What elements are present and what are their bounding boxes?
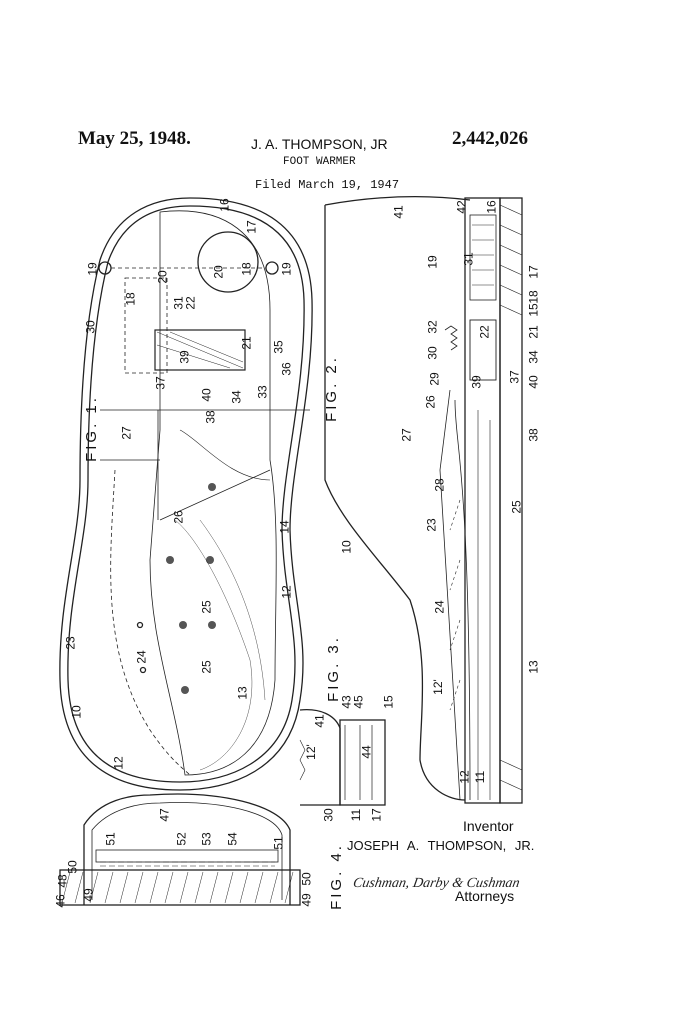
fig4-label: FIG. 4. (327, 843, 345, 910)
ref-numeral: 39 (469, 375, 484, 389)
ref-numeral: 49 (299, 893, 314, 907)
ref-numeral: 30 (321, 808, 336, 822)
ref-numeral: 50 (65, 860, 80, 874)
ref-numeral: 27 (399, 428, 414, 442)
ref-numeral: 37 (507, 370, 522, 384)
fig2-drawing (324, 196, 523, 804)
ref-numeral: 16 (484, 200, 499, 214)
ref-numeral: 21 (239, 336, 254, 350)
ref-numeral: 36 (279, 362, 294, 376)
ref-numeral: 46 (53, 894, 68, 908)
attorneys-label: Attorneys (455, 888, 515, 904)
ref-numeral: 38 (526, 428, 541, 442)
ref-numeral: 17 (526, 265, 541, 279)
ref-numeral: 12' (303, 744, 318, 760)
ref-numeral: 52 (174, 832, 189, 846)
ref-numeral: 42 (454, 200, 469, 214)
ref-numeral: 35 (271, 340, 286, 354)
ref-numeral: 34 (526, 350, 541, 364)
ref-numeral: 10 (339, 540, 354, 554)
ref-numeral: 40 (199, 388, 214, 402)
ref-numeral: 13 (526, 660, 541, 674)
inventor-label: Inventor (463, 818, 514, 834)
ref-numeral: 29 (427, 372, 442, 386)
ref-numeral: 12 (279, 585, 294, 599)
ref-numeral: 38 (203, 410, 218, 424)
ref-numeral: 26 (171, 510, 186, 524)
ref-numeral: 20 (155, 270, 170, 284)
ref-numeral: 11 (473, 770, 488, 784)
ref-numeral: 41 (312, 714, 327, 728)
ref-numeral: 53 (199, 832, 214, 846)
ref-numeral: 17 (369, 808, 384, 822)
ref-numeral: 10 (69, 705, 84, 719)
ref-numeral: 14 (277, 520, 292, 534)
patent-title: FOOT WARMER (283, 156, 356, 168)
ref-numeral: 20 (211, 265, 226, 279)
ref-numeral: 12 (111, 756, 126, 770)
ref-numeral: 18 (526, 290, 541, 304)
ref-numeral: 23 (424, 518, 439, 532)
patent-number: 2,442,026 (452, 128, 528, 149)
ref-numeral: 50 (299, 872, 314, 886)
ref-numeral: 25 (509, 500, 524, 514)
ref-numeral: 31 (461, 252, 476, 266)
ref-numeral: 37 (153, 376, 168, 390)
ref-numeral: 15 (381, 695, 396, 709)
fig3-label: FIG. 3. (324, 635, 342, 702)
ref-numeral: 33 (255, 385, 270, 399)
ref-numeral: 51 (103, 832, 118, 846)
inventor-header: J. A. THOMPSON, JR (251, 136, 388, 152)
ref-numeral: 24 (432, 600, 447, 614)
filed-date: Filed March 19, 1947 (255, 178, 400, 192)
fig2-label: FIG. 2. (322, 355, 340, 422)
ref-numeral: 21 (526, 325, 541, 339)
ref-numeral: 47 (157, 808, 172, 822)
ref-numeral: 17 (244, 220, 259, 234)
ref-numeral: 22 (183, 296, 198, 310)
fig4-drawing (59, 793, 301, 906)
fig1-label: FIG. 1. (82, 395, 100, 462)
ref-numeral: 12' (430, 679, 445, 695)
ref-numeral: 27 (119, 426, 134, 440)
ref-numeral: 44 (359, 745, 374, 759)
inventor-name: JOSEPH A. THOMPSON, JR. (347, 838, 535, 853)
ref-numeral: 34 (229, 390, 244, 404)
ref-numeral: 41 (391, 205, 406, 219)
ref-numeral: 30 (83, 320, 98, 334)
ref-numeral: 28 (432, 478, 447, 492)
ref-numeral: 23 (63, 636, 78, 650)
ref-numeral: 16 (217, 198, 232, 212)
ref-numeral: 24 (134, 650, 149, 664)
ref-numeral: 39 (177, 350, 192, 364)
ref-numeral: 13 (235, 686, 250, 700)
ref-numeral: 15 (526, 303, 541, 317)
fig3-drawing (299, 709, 386, 806)
ref-numeral: 12 (457, 770, 472, 784)
ref-numeral: 18 (123, 292, 138, 306)
ref-numeral: 32 (425, 320, 440, 334)
ref-numeral: 22 (477, 325, 492, 339)
ref-numeral: 19 (425, 255, 440, 269)
ref-numeral: 25 (199, 660, 214, 674)
ref-numeral: 18 (239, 262, 254, 276)
ref-numeral: 54 (225, 832, 240, 846)
ref-numeral: 11 (349, 808, 364, 822)
ref-numeral: 49 (81, 888, 96, 902)
ref-numeral: 25 (199, 600, 214, 614)
ref-numeral: 26 (423, 395, 438, 409)
ref-numeral: 48 (55, 874, 70, 888)
ref-numeral: 19 (85, 262, 100, 276)
ref-numeral: 19 (279, 262, 294, 276)
ref-numeral: 40 (526, 375, 541, 389)
ref-numeral: 30 (425, 346, 440, 360)
patent-date: May 25, 1948. (78, 128, 191, 149)
ref-numeral: 51 (271, 836, 286, 850)
ref-numeral: 45 (351, 695, 366, 709)
fig1-drawing (59, 197, 313, 791)
